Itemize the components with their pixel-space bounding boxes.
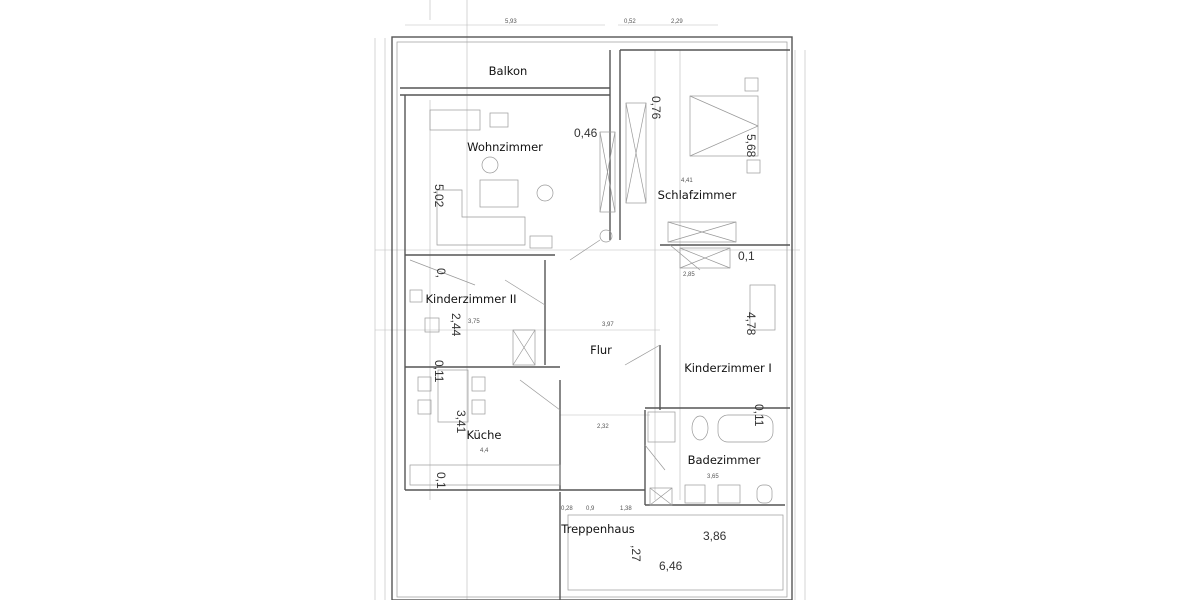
room-label-balkon: Balkon <box>489 64 528 78</box>
dimension-label: 5,68 <box>744 134 758 158</box>
dimension-label: 0,1 <box>738 249 755 263</box>
dimension-label: 0, <box>434 268 448 278</box>
small-dimension-label: 3,97 <box>602 322 614 328</box>
walls <box>391 36 793 600</box>
room-label-kinderzimmer-2: Kinderzimmer II <box>425 292 516 306</box>
dimension-label: 0,76 <box>649 96 663 120</box>
dimension-label: 5,02 <box>432 184 446 208</box>
dimension-label: ,27 <box>629 545 643 562</box>
small-dimension-label: 2,32 <box>597 424 609 430</box>
room-label-kueche: Küche <box>467 428 502 442</box>
dimension-label: 0,11 <box>752 404 766 427</box>
small-dimension-label: 3,75 <box>468 319 480 325</box>
small-dimension-label: 3,65 <box>707 474 719 480</box>
small-dimension-label: 0,9 <box>586 506 595 512</box>
dimension-label: 0,46 <box>574 126 598 140</box>
furniture <box>409 77 776 506</box>
room-label-treppenhaus: Treppenhaus <box>560 522 634 536</box>
small-dimension-label: 0,28 <box>561 506 573 512</box>
dimension-label: 3,41 <box>454 410 468 434</box>
small-dimension-label: 5,93 <box>505 19 517 25</box>
room-label-kinderzimmer-1: Kinderzimmer I <box>684 361 772 375</box>
small-dimension-label: 4,4 <box>480 448 489 454</box>
dimension-label: 3,86 <box>703 529 727 543</box>
dimension-label: 4,78 <box>744 312 758 336</box>
small-dimension-label: 4,41 <box>681 178 693 184</box>
dimension-label: 0,1 <box>434 472 448 489</box>
grid-lines <box>374 0 806 600</box>
small-dimension-label: 2,29 <box>671 19 683 25</box>
dimension-label: 6,46 <box>659 559 683 573</box>
small-dimension-label: 0,52 <box>624 19 636 25</box>
room-label-flur: Flur <box>590 343 612 357</box>
room-label-badezimmer: Badezimmer <box>688 453 761 467</box>
room-label-schlafzimmer: Schlafzimmer <box>658 188 737 202</box>
dimension-label: 0,11 <box>432 360 446 383</box>
dimension-label: 2,44 <box>449 313 463 337</box>
small-dimension-label: 1,38 <box>620 506 632 512</box>
small-dimension-label: 2,85 <box>683 272 695 278</box>
room-label-wohnzimmer: Wohnzimmer <box>467 140 543 154</box>
